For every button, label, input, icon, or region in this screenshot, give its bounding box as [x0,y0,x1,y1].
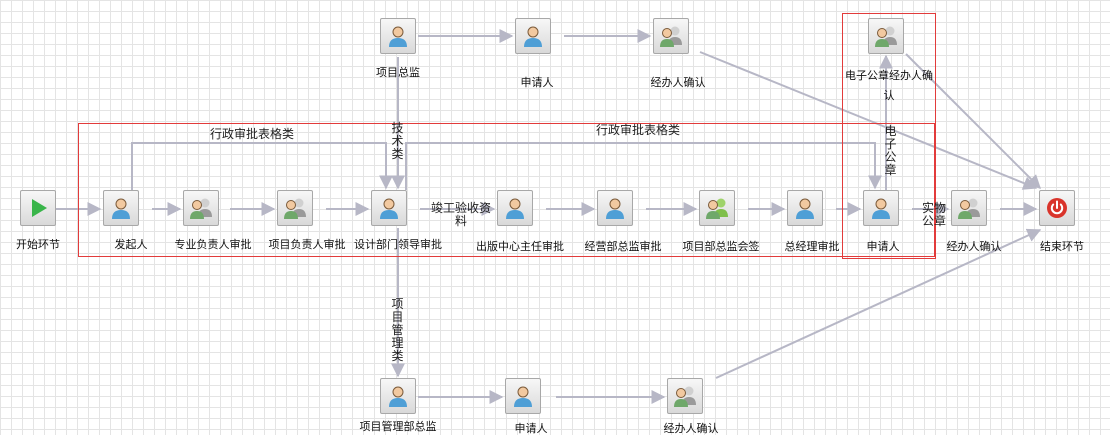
edge-label-admin-form-right: 行政审批表格类 [596,123,681,137]
node-label-specialty-lead: 专业负责人审批 [174,238,252,251]
node-specialty-lead[interactable] [183,190,219,226]
node-label-handler-confirm-mid: 经办人确认 [946,240,1002,253]
user-group-icon [958,198,980,219]
user-group-icon [875,26,897,47]
user-group-icon [674,386,696,407]
user-group-icon [660,26,682,47]
node-initiator[interactable] [103,190,139,226]
node-applicant-mid[interactable] [863,190,899,226]
node-applicant-top[interactable] [515,18,551,54]
node-label-ops-director: 经营部总监审批 [584,240,662,253]
user-icon [606,198,624,219]
node-label-project-lead: 项目负责人审批 [268,238,346,251]
node-label-pm-director: 项目管理部总监 [359,420,437,433]
node-start[interactable] [20,190,56,226]
node-pm-director[interactable] [380,378,416,414]
edge-label-admin-form-left: 行政审批表格类 [210,127,295,141]
node-label-project-director: 项目总监 [376,66,420,79]
node-gm[interactable] [787,190,823,226]
node-label-end: 结束环节 [1040,240,1084,253]
user-group-icon [284,198,306,219]
node-label-handler-confirm-top: 经办人确认 [650,76,706,89]
power-icon [1047,198,1067,218]
node-label-initiator: 发起人 [114,238,148,251]
node-label-start: 开始环节 [16,238,60,251]
highlight-frame-main-flow [78,123,935,257]
node-label-design-dept: 设计部门领导审批 [354,238,442,251]
user-icon [380,198,398,219]
node-ops-director[interactable] [597,190,633,226]
edge-label-physical-seal: 实物公章 [921,201,946,228]
user-icon [112,198,130,219]
node-design-dept[interactable] [371,190,407,226]
node-label-handler-confirm-bottom: 经办人确认 [663,422,719,435]
node-project-dept-cosign[interactable] [699,190,735,226]
node-applicant-bottom[interactable] [505,378,541,414]
node-publishing-center[interactable] [497,190,533,226]
node-label-applicant-bottom: 申请人 [514,422,548,435]
user-icon [872,198,890,219]
user-icon [524,26,542,47]
node-project-director[interactable] [380,18,416,54]
node-label-project-dept-cosign: 项目部总监会签 [682,240,760,253]
node-handler-confirm-mid[interactable] [951,190,987,226]
edge-label-technical: 技术类 [391,121,404,161]
edge-label-electronic-seal: 电子公章 [884,124,897,177]
highlight-frame-eseal [842,13,936,259]
node-handler-confirm-bottom[interactable] [667,378,703,414]
user-icon [389,386,407,407]
play-icon [32,199,47,217]
user-group-icon [190,198,212,219]
node-label-applicant-top: 申请人 [520,76,554,89]
node-end[interactable] [1039,190,1075,226]
node-label-gm: 总经理审批 [784,240,840,253]
edge-label-completion-docs: 竣工验收资料 [430,201,491,228]
user-group-icon [706,198,728,219]
node-label-eseal-handler: 电子公章经办人确认 [845,69,933,102]
node-project-lead[interactable] [277,190,313,226]
node-eseal-handler[interactable] [868,18,904,54]
node-handler-confirm-top[interactable] [653,18,689,54]
user-icon [796,198,814,219]
user-icon [389,26,407,47]
node-label-applicant-mid: 申请人 [866,240,900,253]
edge-label-project-mgmt: 项目管理类 [391,297,404,363]
user-icon [506,198,524,219]
node-label-publishing-center: 出版中心主任审批 [476,240,564,253]
user-icon [514,386,532,407]
